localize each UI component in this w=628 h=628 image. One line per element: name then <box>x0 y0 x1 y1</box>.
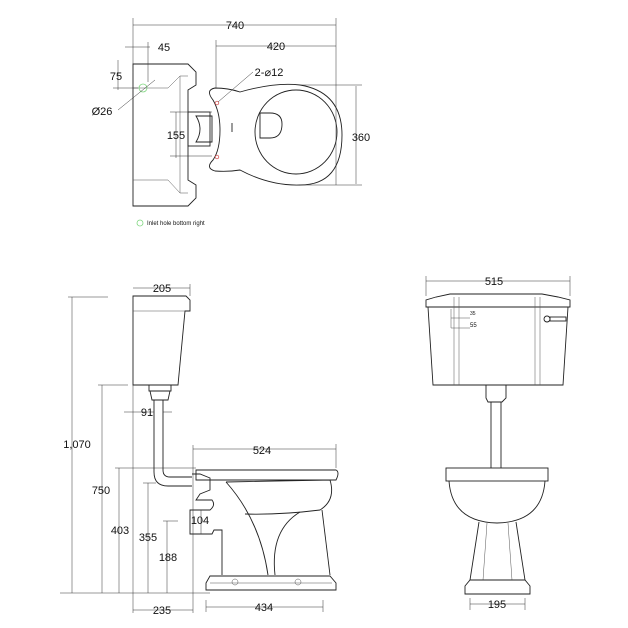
dim-524: 524 <box>253 445 271 457</box>
cistern-plan <box>132 63 197 207</box>
dim-104: 104 <box>191 515 209 527</box>
cistern-front <box>425 293 571 386</box>
side-view: 205 1,070 750 91 524 403 355 104 188 235… <box>60 283 339 617</box>
front-dimensions: 515 35 55 195 <box>425 276 571 611</box>
dim-195: 195 <box>488 599 506 611</box>
dim-740: 740 <box>226 20 244 32</box>
inlet-legend-symbol <box>136 219 144 227</box>
dim-55: 55 <box>470 323 477 329</box>
dim-45: 45 <box>158 42 170 54</box>
pan-front <box>445 467 549 595</box>
dim-515: 515 <box>485 276 503 288</box>
dim-188: 188 <box>159 552 177 564</box>
dim-420: 420 <box>267 41 285 53</box>
inlet-hole-marker <box>138 83 148 93</box>
flush-connector <box>187 111 213 147</box>
dim-91: 91 <box>141 407 153 419</box>
pipe-front <box>485 384 507 468</box>
dim-403: 403 <box>111 525 129 537</box>
legend: Inlet hole bottom right <box>136 219 205 227</box>
fixing-hole <box>214 100 220 106</box>
dim-235: 235 <box>153 605 171 617</box>
legend-text: Inlet hole bottom right <box>147 221 205 227</box>
top-dimensions: 740 420 45 75 Ø26 2-⌀12 155 360 <box>92 18 370 186</box>
cistern-side <box>132 295 191 401</box>
front-view: 515 35 55 195 <box>425 276 571 611</box>
dim-75: 75 <box>110 71 122 83</box>
top-view: 740 420 45 75 Ø26 2-⌀12 155 360 Inlet ho… <box>92 18 370 227</box>
dim-155: 155 <box>167 130 185 142</box>
flush-lever-icon <box>543 315 551 323</box>
dim-750: 750 <box>92 485 110 497</box>
dim-1070: 1,070 <box>63 439 91 451</box>
side-dimensions: 205 1,070 750 91 524 403 355 104 188 235… <box>60 283 337 617</box>
dim-fixing-holes: 2-⌀12 <box>255 67 284 79</box>
dim-434: 434 <box>255 602 273 614</box>
pan-plan <box>209 83 343 186</box>
dim-355: 355 <box>139 532 157 544</box>
fixing-hole <box>214 154 220 160</box>
dim-360: 360 <box>352 132 370 144</box>
dim-205: 205 <box>153 283 171 295</box>
dim-diameter-26: Ø26 <box>92 106 113 118</box>
dim-35: 35 <box>470 311 476 317</box>
pan-side <box>189 469 339 591</box>
flush-pipe <box>153 400 192 487</box>
